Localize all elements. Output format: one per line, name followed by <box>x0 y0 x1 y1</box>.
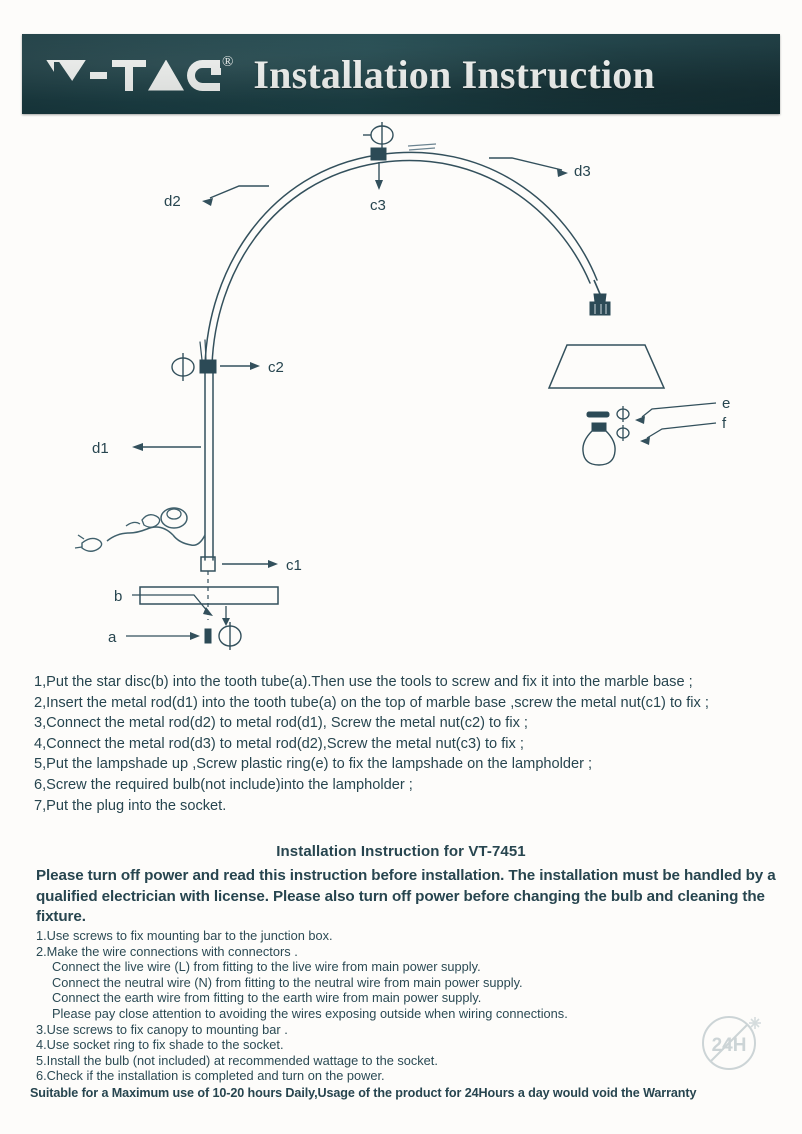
wiring-instructions-list: 1.Use screws to fix mounting bar to the … <box>36 928 736 1084</box>
bulb-f <box>582 422 630 466</box>
wiring-item: 2.Make the wire connections with connect… <box>36 943 298 959</box>
callout-d3: d3 <box>489 157 591 180</box>
sparkle-icon <box>749 1017 761 1029</box>
callout-c1: c1 <box>222 557 302 574</box>
foot-switch <box>160 507 188 529</box>
callout-f: f <box>640 415 727 445</box>
wiring-item: 4.Use socket ring to fix shade to the so… <box>36 1037 284 1053</box>
label-f: f <box>722 415 727 432</box>
callout-d1: d1 <box>92 440 201 457</box>
vtac-logo: ® <box>46 52 233 98</box>
diameter-symbol-a <box>218 622 242 650</box>
step-item: 7,Put the plug into the socket. <box>34 797 227 814</box>
rod-slot-mark <box>199 339 207 361</box>
page-title: Installation Instruction <box>253 51 655 97</box>
label-b: b <box>114 588 122 605</box>
label-d2: d2 <box>164 193 181 210</box>
wiring-item: Connect the neutral wire (N) from fittin… <box>52 974 523 990</box>
logo-letter-t <box>112 59 146 91</box>
wiring-item: 5.Install the bulb (not included) at rec… <box>36 1052 438 1068</box>
callout-c3: c3 <box>370 162 386 214</box>
step-item: 6,Screw the required bulb(not include)in… <box>34 776 413 793</box>
wiring-item: Connect the live wire (L) from fitting t… <box>52 959 481 975</box>
label-c3: c3 <box>370 197 386 214</box>
callout-a: a <box>108 629 200 646</box>
screw-hatch-mark <box>407 143 437 151</box>
step-item: 5,Put the lampshade up ,Screw plastic ri… <box>34 756 593 773</box>
lampholder <box>589 279 611 316</box>
label-d1: d1 <box>92 440 109 457</box>
logo-letter-a <box>148 59 184 91</box>
logo-letter-c <box>187 59 220 91</box>
model-subtitle: Installation Instruction for VT-7451 <box>276 843 526 860</box>
no-24h-usage-badge: 24H <box>697 1013 771 1073</box>
nut-c2-block <box>199 359 217 374</box>
arc-rod-outer <box>204 151 598 367</box>
label-c1: c1 <box>286 557 302 574</box>
power-cord <box>106 526 206 547</box>
logo-letter-v <box>46 59 86 91</box>
wiring-item: 6.Check if the installation is completed… <box>36 1068 385 1084</box>
cord-clip <box>125 514 161 528</box>
logo-hyphen <box>90 71 107 79</box>
prohibition-circle-icon <box>702 1016 756 1070</box>
step-item: 2,Insert the metal rod(d1) into the toot… <box>34 694 709 711</box>
header-banner: ® Installation Instruction <box>22 34 780 114</box>
step-item: 3,Connect the metal rod(d2) to metal rod… <box>34 715 528 732</box>
label-a: a <box>108 629 117 646</box>
nut-c3-block <box>370 147 387 161</box>
diameter-symbol-c3 <box>363 122 394 149</box>
assembly-diagram: c2 c3 <box>22 120 780 660</box>
callout-e: e <box>635 395 730 424</box>
prohibition-slash-icon <box>710 1024 748 1062</box>
diameter-symbol-c2 <box>171 353 195 381</box>
wiring-item: Connect the earth wire from fitting to t… <box>52 990 482 1006</box>
wiring-item: 3.Use screws to fix canopy to mounting b… <box>36 1021 288 1037</box>
wiring-item: 1.Use screws to fix mounting bar to the … <box>36 928 333 943</box>
callout-b: b <box>114 588 213 616</box>
label-e: e <box>722 395 730 412</box>
arc-rod-inner <box>211 159 591 367</box>
step-item: 4,Connect the metal rod(d3) to metal rod… <box>34 735 524 752</box>
base-insert-arrow <box>222 606 230 626</box>
callout-c2: c2 <box>220 359 284 376</box>
plug-icon <box>74 534 103 552</box>
wiring-item: Please pay close attention to avoiding t… <box>52 1005 568 1021</box>
label-d3: d3 <box>574 163 591 180</box>
step-item: 1,Put the star disc(b) into the tooth tu… <box>34 674 693 690</box>
registered-trademark-icon: ® <box>222 54 234 70</box>
callout-d2: d2 <box>164 185 269 210</box>
lampshade <box>547 344 666 389</box>
plastic-ring-e <box>586 406 630 422</box>
assembly-steps-list: 1,Put the star disc(b) into the tooth tu… <box>34 672 774 816</box>
warranty-footer-text: Suitable for a Maximum use of 10-20 hour… <box>30 1086 697 1100</box>
safety-warning-text: Please turn off power and read this inst… <box>36 867 776 925</box>
badge-label: 24H <box>712 1035 747 1056</box>
label-c2: c2 <box>268 359 284 376</box>
tooth-tube-stub <box>204 628 212 644</box>
